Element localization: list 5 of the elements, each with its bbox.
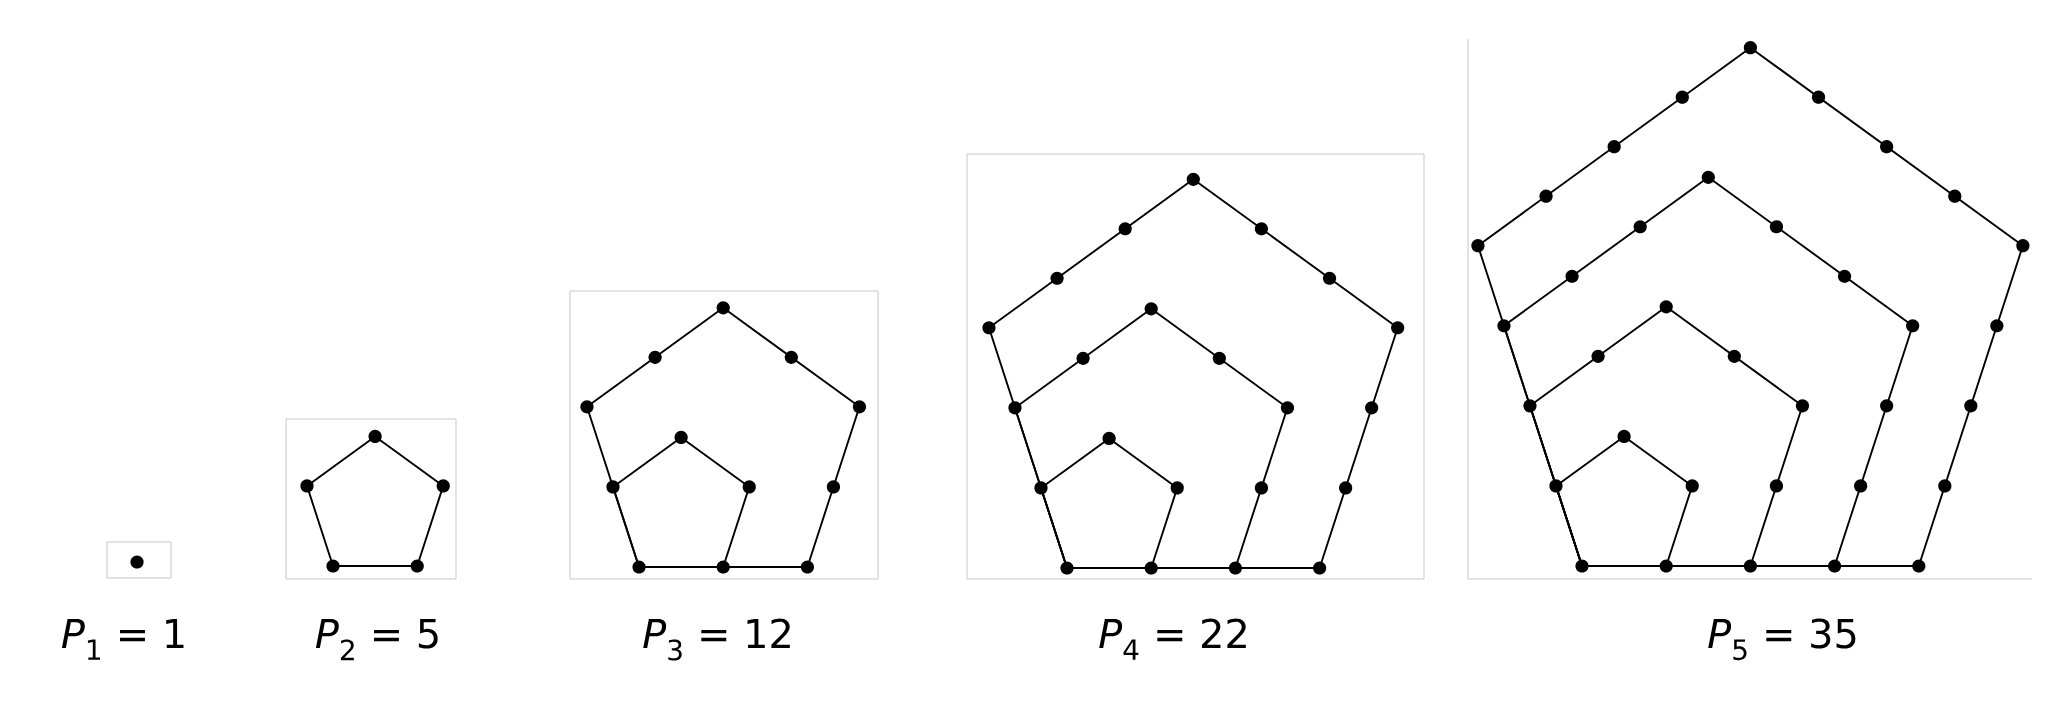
equation-label: P$_{1}$ = 1	[61, 618, 184, 660]
equation-label: P$_{2}$ = 5	[315, 618, 438, 661]
equation-label: P$_{3}$ = 12	[643, 618, 790, 661]
equation-label: P$_{5}$ = 35	[1708, 618, 1856, 661]
equation-label: P$_{4}$ = 22	[1099, 618, 1246, 660]
